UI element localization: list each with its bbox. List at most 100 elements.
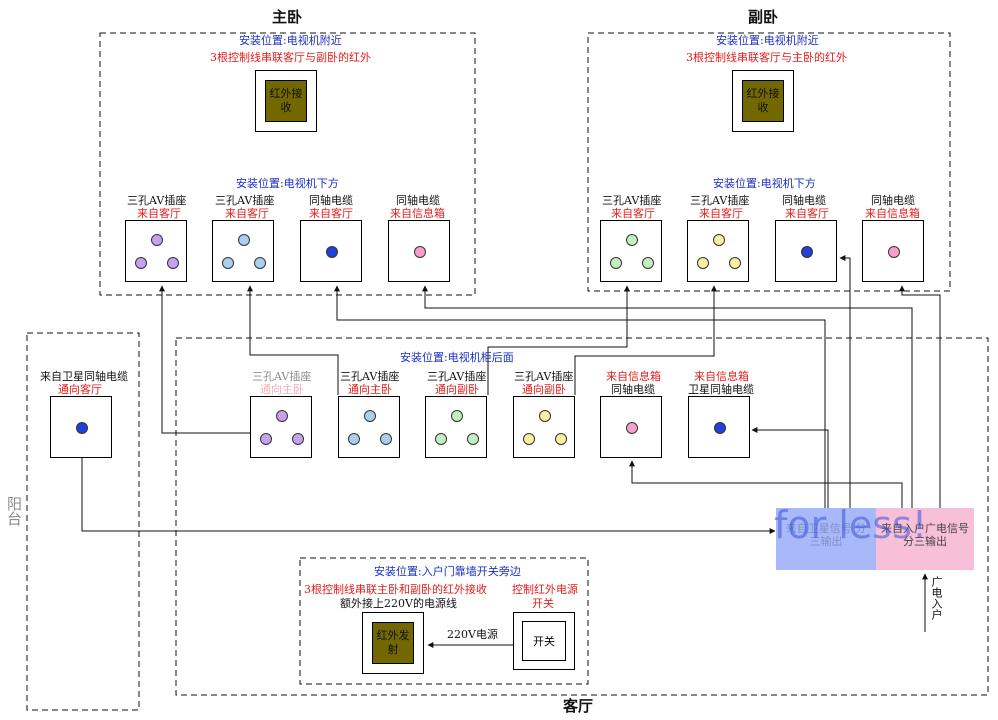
pin bbox=[76, 422, 88, 434]
balcony-region bbox=[26, 332, 140, 711]
living-coax-socket-blue bbox=[688, 396, 750, 458]
balcony-satellite-socket bbox=[50, 396, 112, 458]
living-socket-6-dest: 来自信息箱 bbox=[694, 370, 749, 383]
second-socket-3-label: 同轴电缆 bbox=[782, 194, 826, 207]
second-socket-3-source: 来自客厅 bbox=[785, 207, 829, 220]
second-coax-socket-blue bbox=[775, 220, 837, 282]
balcony-title-text: 阳台 bbox=[5, 496, 23, 526]
master-socket-2-source: 来自客厅 bbox=[225, 207, 269, 220]
second-av-socket-yellow bbox=[687, 220, 749, 282]
pin bbox=[642, 257, 654, 269]
master-coax-socket-blue bbox=[300, 220, 362, 282]
living-socket-1-dest: 通向主卧 bbox=[260, 383, 304, 396]
living-socket-3-dest: 通向副卧 bbox=[435, 383, 479, 396]
pin bbox=[167, 257, 179, 269]
door-area-region bbox=[299, 557, 589, 685]
balcony-title: 阳台 bbox=[3, 496, 23, 532]
second-bedroom-title: 副卧 bbox=[748, 8, 779, 26]
pin bbox=[238, 234, 250, 246]
balcony-socket-dest: 通向客厅 bbox=[58, 383, 102, 396]
master-av-socket-purple bbox=[125, 220, 187, 282]
second-ir-receiver-label: 红外接收 bbox=[742, 80, 784, 122]
wire-second-coax-blue bbox=[839, 255, 851, 510]
pin bbox=[348, 433, 360, 445]
pin bbox=[135, 257, 147, 269]
door-install-note: 安装位置:入户门靠墙开关旁边 bbox=[374, 565, 521, 578]
second-coax-socket-pink bbox=[862, 220, 924, 282]
pin bbox=[292, 433, 304, 445]
pin bbox=[713, 234, 725, 246]
living-socket-6-label: 卫星同轴电缆 bbox=[688, 383, 754, 396]
living-socket-2-label: 三孔AV插座 bbox=[340, 370, 400, 383]
second-av-socket-green bbox=[600, 220, 662, 282]
power-label: 220V电源 bbox=[447, 628, 498, 641]
second-install-note-ir: 安装位置:电视机附近 bbox=[716, 34, 819, 47]
pin bbox=[414, 246, 426, 258]
ir-emitter-label: 红外发射 bbox=[372, 622, 414, 664]
watermark: for less! bbox=[774, 503, 928, 547]
pin bbox=[254, 257, 266, 269]
second-socket-2-source: 来自客厅 bbox=[699, 207, 743, 220]
pin bbox=[451, 410, 463, 422]
master-socket-3-source: 来自客厅 bbox=[309, 207, 353, 220]
master-socket-1-label: 三孔AV插座 bbox=[127, 194, 187, 207]
living-av-socket-green bbox=[425, 396, 487, 458]
wire-master-coax-pink bbox=[422, 285, 913, 510]
pin bbox=[260, 433, 272, 445]
master-socket-3-label: 同轴电缆 bbox=[309, 194, 353, 207]
cable-tv-splitter-label: 来自入户广电信号 分三输出 bbox=[881, 522, 969, 548]
wire-master-coax-blue bbox=[334, 285, 826, 510]
satellite-splitter-label: 来自卫星信号 分三输出 bbox=[785, 522, 867, 548]
pin bbox=[276, 410, 288, 422]
wire-green-av bbox=[487, 285, 630, 395]
master-socket-2-label: 三孔AV插座 bbox=[215, 194, 275, 207]
cable-tv-splitter: 来自入户广电信号 分三输出 bbox=[876, 508, 974, 570]
living-coax-socket-pink bbox=[600, 396, 662, 458]
master-ir-receiver: 红外接收 bbox=[255, 70, 317, 132]
ir-emitter: 红外发射 bbox=[362, 612, 424, 674]
second-install-note-tv: 安装位置:电视机下方 bbox=[713, 177, 816, 190]
second-socket-4-label: 同轴电缆 bbox=[871, 194, 915, 207]
master-bedroom-title: 主卧 bbox=[272, 8, 303, 26]
pin bbox=[467, 433, 479, 445]
pin bbox=[714, 422, 726, 434]
pin bbox=[801, 246, 813, 258]
wire-living-coax-pink bbox=[629, 460, 903, 510]
living-install-note-cabinet: 安装位置:电视机柜后面 bbox=[400, 351, 514, 364]
second-bedroom-region bbox=[587, 32, 951, 292]
pin bbox=[151, 234, 163, 246]
pin bbox=[364, 410, 376, 422]
pin bbox=[888, 246, 900, 258]
wire-purple-av bbox=[159, 285, 250, 434]
pin bbox=[729, 257, 741, 269]
living-room-region bbox=[175, 337, 989, 696]
second-socket-1-label: 三孔AV插座 bbox=[602, 194, 662, 207]
master-av-socket-blue bbox=[212, 220, 274, 282]
pin bbox=[326, 246, 338, 258]
pin bbox=[222, 257, 234, 269]
cable-entry-text: 广电入户 bbox=[930, 576, 943, 620]
ir-power-switch[interactable]: 开关 bbox=[513, 612, 575, 670]
master-ir-control-note: 3根控制线串联客厅与副卧的红外 bbox=[210, 51, 371, 64]
master-ir-receiver-label: 红外接收 bbox=[265, 80, 307, 122]
living-room-title: 客厅 bbox=[563, 697, 594, 715]
master-install-note-ir: 安装位置:电视机附近 bbox=[239, 34, 342, 47]
pin bbox=[626, 234, 638, 246]
living-socket-5-dest: 来自信息箱 bbox=[606, 370, 661, 383]
wire-satellite-feed bbox=[81, 428, 776, 534]
living-socket-5-label: 同轴电缆 bbox=[611, 383, 655, 396]
ir-emitter-note: 3根控制线串联主卧和副卧的红外接收 bbox=[304, 583, 487, 596]
master-socket-4-source: 来自信息箱 bbox=[390, 207, 445, 220]
pin bbox=[626, 422, 638, 434]
extra-power-note: 额外接上220V的电源线 bbox=[340, 597, 457, 610]
second-socket-2-label: 三孔AV插座 bbox=[690, 194, 750, 207]
satellite-splitter: 来自卫星信号 分三输出 bbox=[776, 508, 876, 570]
master-socket-1-source: 来自客厅 bbox=[137, 207, 181, 220]
master-coax-socket-pink bbox=[388, 220, 450, 282]
second-ir-control-note: 3根控制线串联客厅与主卧的红外 bbox=[686, 51, 847, 64]
second-ir-receiver: 红外接收 bbox=[732, 70, 794, 132]
pin bbox=[539, 410, 551, 422]
pin bbox=[523, 433, 535, 445]
switch-note-line2: 开关 bbox=[532, 597, 554, 610]
